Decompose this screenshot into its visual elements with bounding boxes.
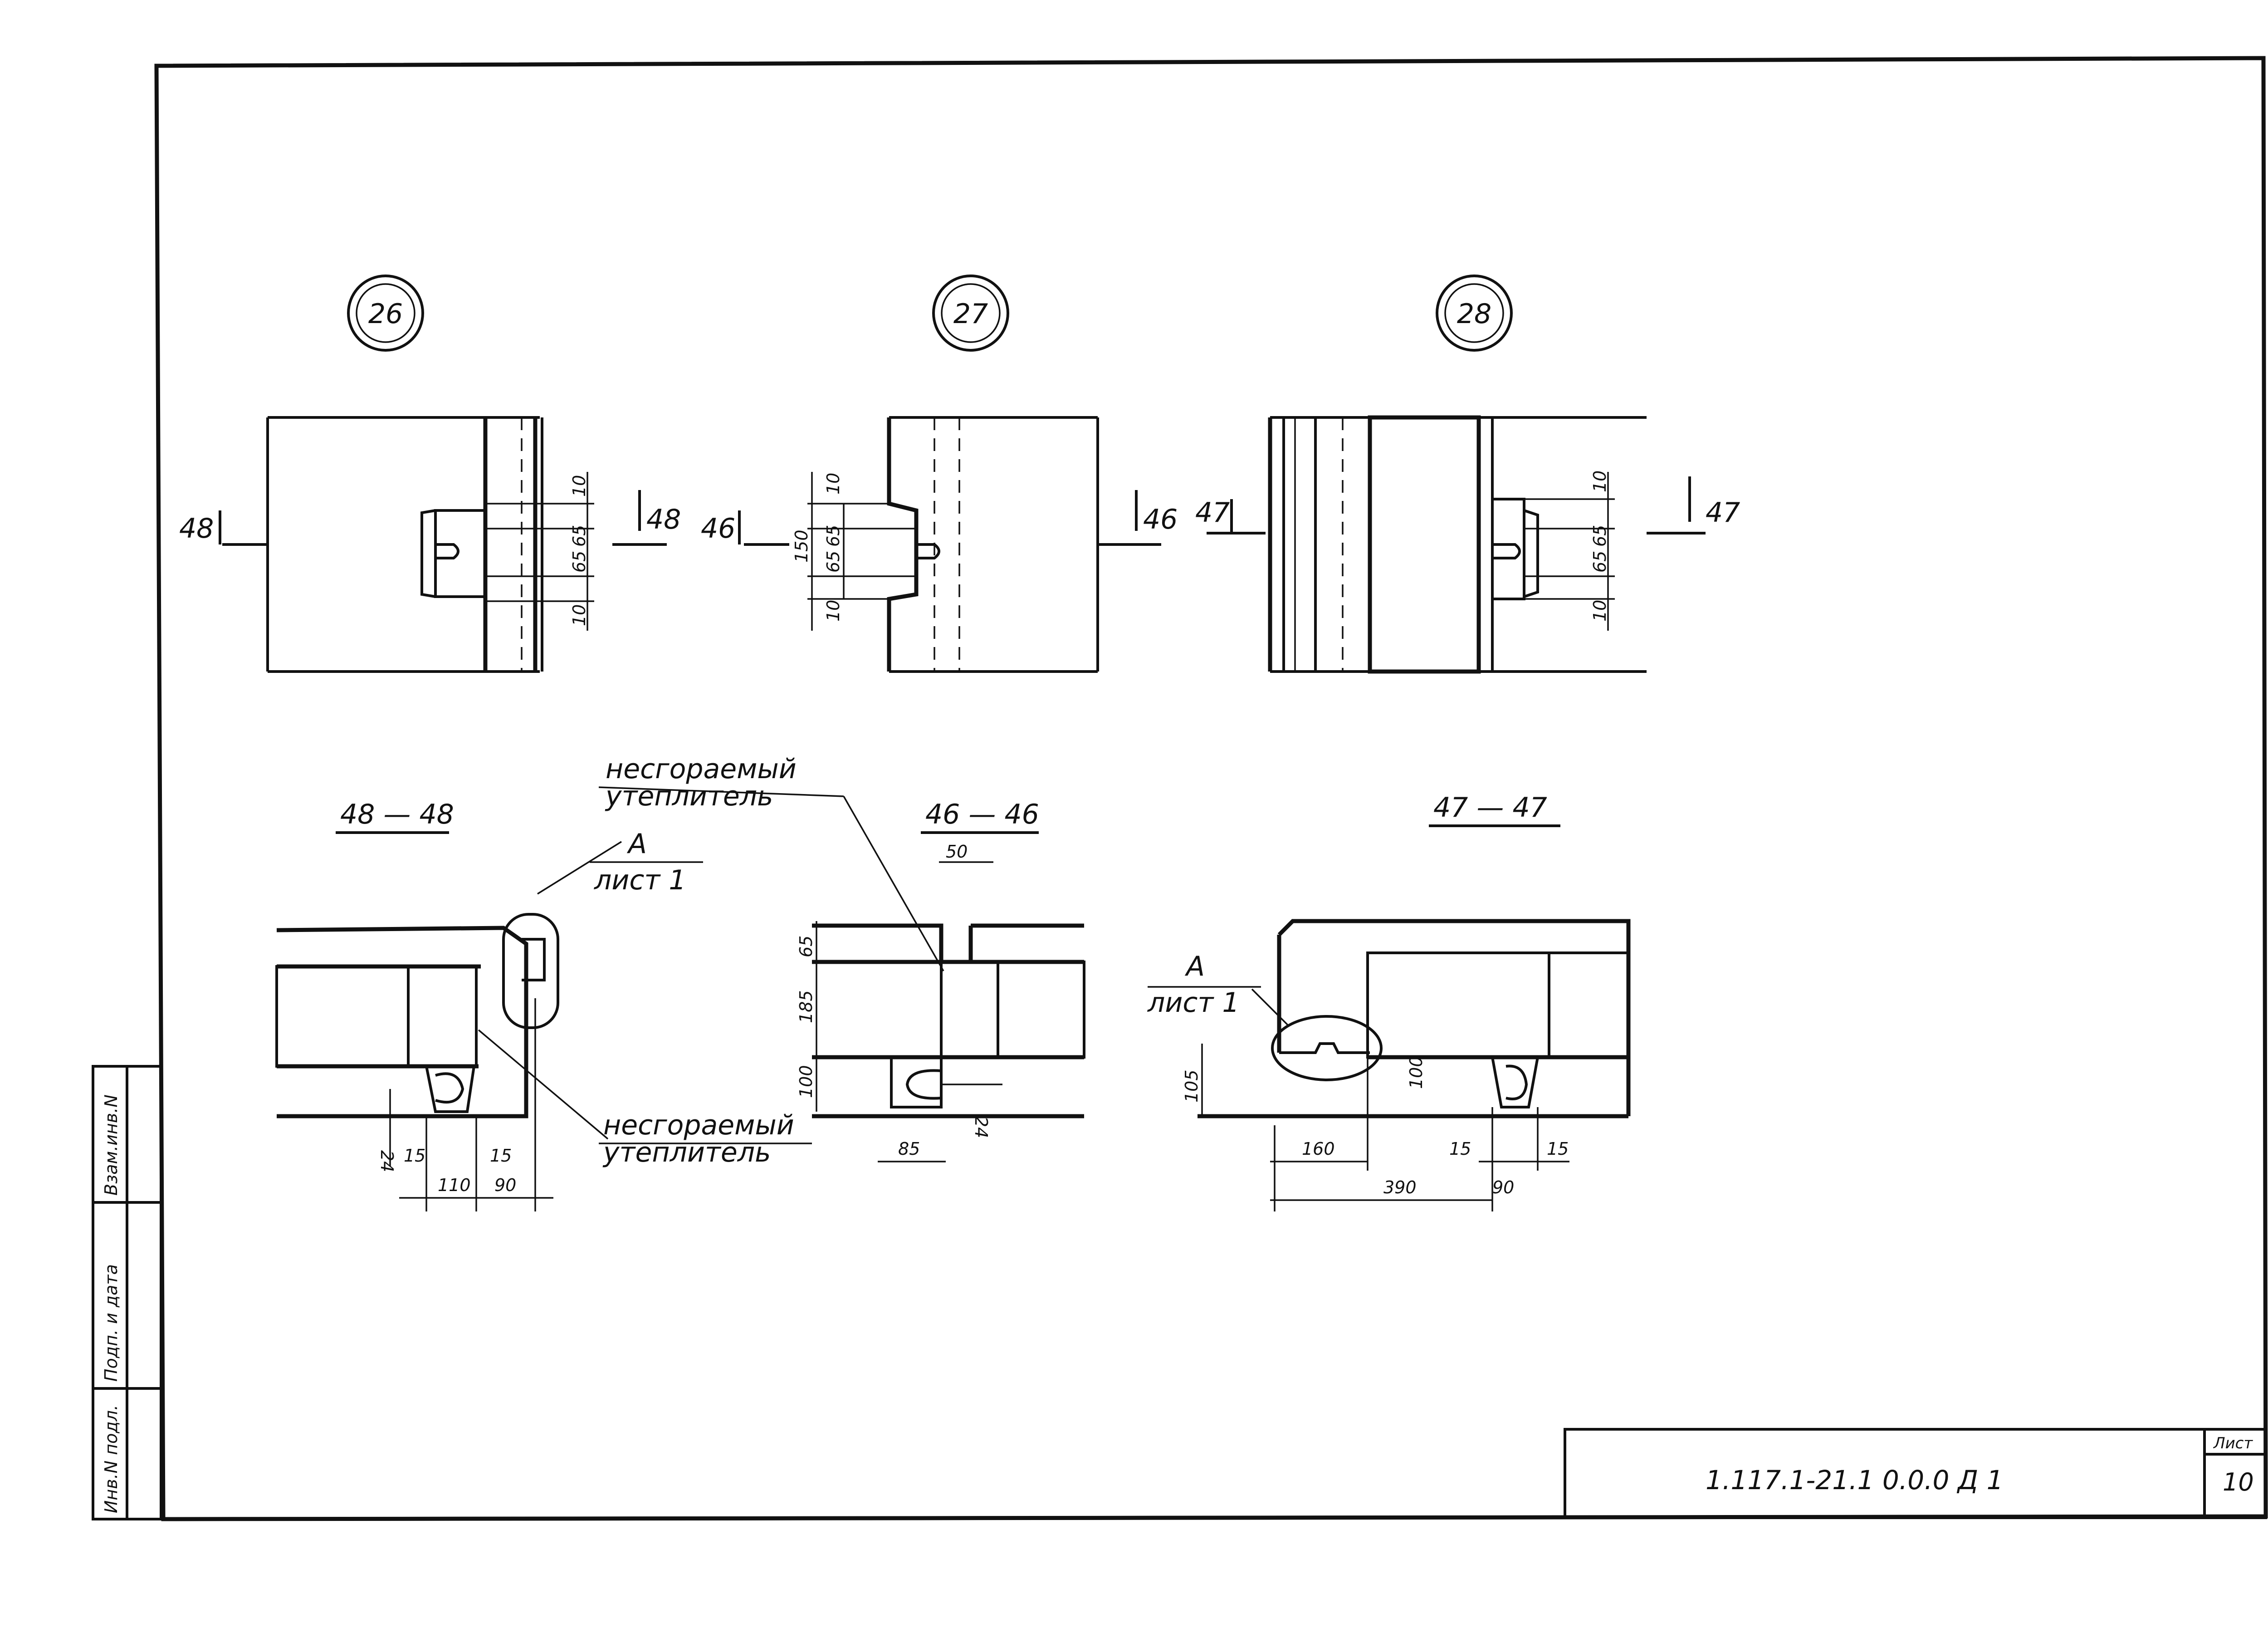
node-number: 26 <box>368 298 403 330</box>
node-number: 28 <box>1457 298 1491 330</box>
dim-label: 15 <box>1449 1139 1471 1159</box>
cut-mark-label: 47 <box>1706 497 1740 529</box>
dim-label: 24 <box>971 1116 991 1138</box>
dim-label: 105 <box>1182 1069 1202 1103</box>
dim-label: 15 <box>1547 1139 1569 1159</box>
cut-mark-label: 48 <box>179 513 214 544</box>
node-number: 27 <box>953 298 988 330</box>
note-insulation-top-1: несгораемый <box>606 753 797 785</box>
sheet-label: Лист <box>2213 1434 2253 1452</box>
dim-label: 24 <box>377 1150 397 1172</box>
section-title: 48 — 48 <box>340 799 454 830</box>
cut-mark-label: 46 <box>1143 504 1178 535</box>
section-title: 47 — 47 <box>1433 792 1547 824</box>
plan-view-26: 10 65 65 10 48 48 <box>179 416 681 673</box>
dim-label: 85 <box>898 1139 920 1159</box>
note-insulation-bottom-2: утеплитель <box>602 1137 771 1168</box>
dim-label: 65 <box>1590 525 1610 547</box>
note-insulation-bottom-1: несгораемый <box>603 1109 794 1141</box>
dim-label: 65 <box>823 525 843 547</box>
dim-label: 100 <box>796 1065 816 1098</box>
section-46-46: несгораемый утеплитель 46 — 46 50 65 185… <box>598 753 1085 1162</box>
stamp-inv-label: Инв.N подл. <box>101 1405 121 1513</box>
dim-label: 65 <box>796 936 816 957</box>
note-ref-a: А <box>626 828 647 860</box>
section-47-47: 47 — 47 А лист 1 105 100 160 15 15 390 9… <box>1147 792 1631 1211</box>
dim-label: 50 <box>946 842 968 862</box>
cut-mark-label: 47 <box>1195 497 1230 529</box>
note-ref-sheet: лист 1 <box>1147 987 1240 1019</box>
dim-label: 10 <box>823 473 843 495</box>
dim-label: 90 <box>1492 1177 1514 1197</box>
stamp-replace-label: Взам.инв.N <box>101 1094 121 1196</box>
node-marker-26: 26 <box>347 275 424 352</box>
sheet-frame <box>154 56 2268 1521</box>
plan-view-28: 10 65 65 10 47 47 <box>1195 415 1740 674</box>
node-marker-28: 28 <box>1436 275 1513 352</box>
section-title: 46 — 46 <box>925 799 1039 830</box>
dim-label: 185 <box>796 990 816 1023</box>
cut-mark-label: 46 <box>701 513 735 544</box>
dim-label: 65 <box>823 551 843 573</box>
dim-label: 10 <box>1590 600 1610 622</box>
side-stamp: Инв.N подл. Подп. и дата Взам.инв.N <box>92 1065 162 1520</box>
dim-label: 65 <box>1590 551 1610 573</box>
dim-label: 65 <box>569 525 589 547</box>
node-marker-27: 27 <box>932 275 1009 352</box>
dim-label: 10 <box>823 600 843 622</box>
note-insulation-top-2: утеплитель <box>605 780 773 812</box>
dim-label: 10 <box>569 475 589 497</box>
dim-label: 15 <box>404 1146 425 1166</box>
drawing-code: 1.117.1-21.1 0.0.0 Д 1 <box>1706 1465 2004 1496</box>
note-ref-sheet: лист 1 <box>594 864 686 896</box>
plan-view-27: 10 65 150 65 10 46 46 <box>701 416 1178 673</box>
dim-label: 110 <box>438 1175 471 1195</box>
dim-label: 65 <box>569 551 589 573</box>
dim-label: 15 <box>490 1146 512 1166</box>
section-48-48: 48 — 48 А лист 1 несгораемый утеплитель … <box>275 799 812 1211</box>
sheet-number: 10 <box>2223 1468 2254 1496</box>
title-block: 1.117.1-21.1 0.0.0 Д 1 Лист 10 <box>1564 1428 2267 1519</box>
dim-label: 10 <box>569 604 589 626</box>
dim-label: 160 <box>1302 1139 1335 1159</box>
dim-label: 100 <box>1406 1056 1426 1089</box>
dim-label: 10 <box>1590 471 1610 492</box>
cut-mark-label: 48 <box>646 504 681 535</box>
dim-label: 390 <box>1383 1177 1417 1197</box>
note-ref-a: А <box>1184 951 1205 982</box>
dim-label: 90 <box>494 1175 516 1195</box>
stamp-sign-label: Подп. и дата <box>101 1264 121 1382</box>
dim-label: 150 <box>792 530 811 563</box>
